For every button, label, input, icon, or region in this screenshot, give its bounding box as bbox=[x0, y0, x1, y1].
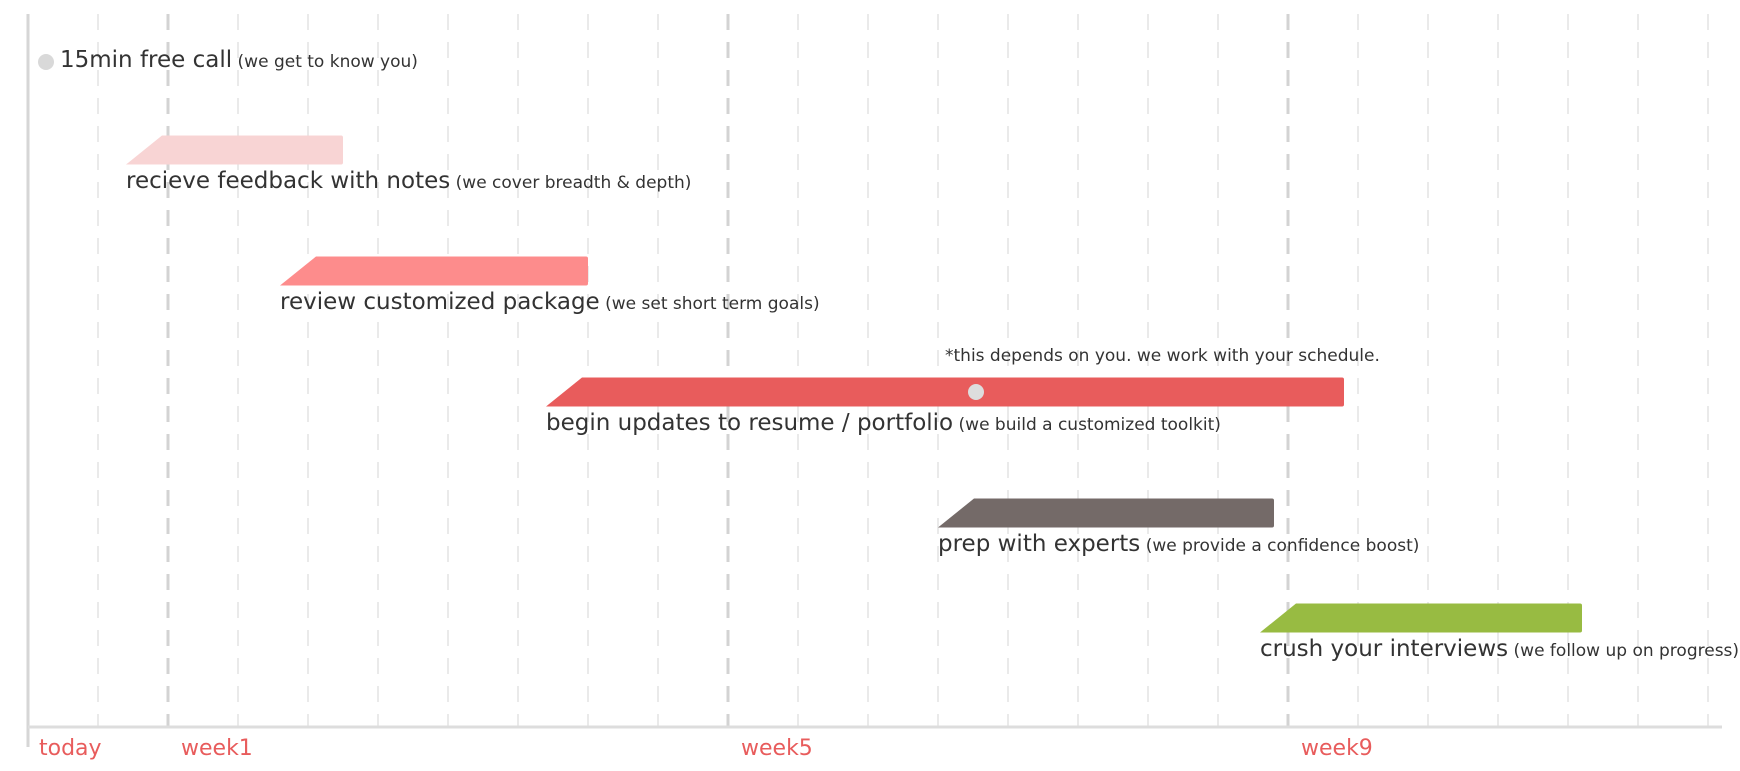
step-detail: (we cover breadth & depth) bbox=[450, 172, 692, 193]
step-label-updates: begin updates to resume / portfolio (we … bbox=[546, 409, 1221, 436]
step-label-free-call: 15min free call (we get to know you) bbox=[60, 49, 418, 72]
step-detail: (we build a customized toolkit) bbox=[953, 414, 1221, 435]
bar-marker-updates bbox=[968, 384, 984, 400]
step-label-interviews: crush your interviews (we follow up on p… bbox=[1260, 635, 1740, 662]
step-label-experts: prep with experts (we provide a confiden… bbox=[938, 530, 1420, 557]
axis-label-week9: week9 bbox=[1301, 736, 1373, 761]
bar-feedback bbox=[126, 135, 343, 165]
axis-label-today: today bbox=[39, 736, 102, 761]
step-title: recieve feedback with notes bbox=[126, 167, 451, 194]
step-title: review customized package bbox=[280, 288, 600, 315]
axes bbox=[26, 14, 1722, 747]
schedule-note: *this depends on you. we work with your … bbox=[945, 346, 1380, 366]
axis-label-week1: week1 bbox=[181, 736, 253, 761]
bar-updates bbox=[546, 377, 1344, 407]
timeline-bars bbox=[126, 135, 1582, 633]
milestone-dot-free-call bbox=[38, 54, 54, 70]
step-detail: (we get to know you) bbox=[232, 52, 418, 72]
timeline-markers bbox=[38, 54, 984, 400]
bar-interviews bbox=[1260, 603, 1582, 633]
axis-label-week5: week5 bbox=[741, 736, 813, 761]
step-title: crush your interviews bbox=[1260, 635, 1509, 662]
bar-experts bbox=[938, 498, 1274, 528]
step-detail: (we set short term goals) bbox=[599, 293, 820, 314]
step-title: prep with experts bbox=[938, 530, 1141, 557]
bar-package bbox=[280, 256, 588, 286]
step-label-feedback: recieve feedback with notes (we cover br… bbox=[126, 167, 692, 194]
step-title: begin updates to resume / portfolio bbox=[546, 409, 954, 436]
step-detail: (we follow up on progress) bbox=[1508, 640, 1740, 661]
step-label-package: review customized package (we set short … bbox=[280, 288, 820, 315]
step-title: 15min free call bbox=[60, 47, 233, 73]
step-detail: (we provide a confidence boost) bbox=[1140, 535, 1420, 556]
